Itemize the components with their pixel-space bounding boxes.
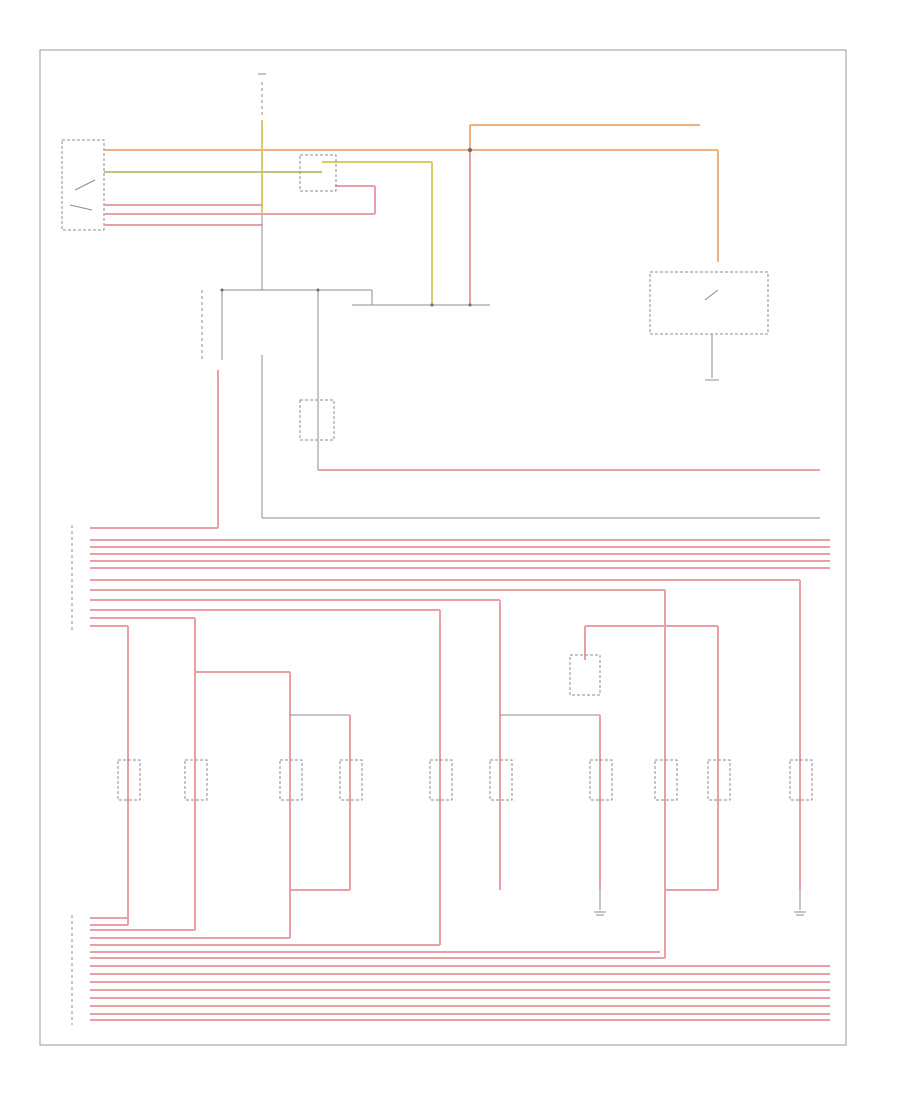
sensor-4: [339, 759, 363, 801]
diagram-frame: [39, 49, 847, 1046]
sensor-6: [489, 759, 513, 801]
sensor-2: [184, 759, 208, 801]
ground-bus-row: [201, 215, 820, 528]
sensor-1: [117, 759, 141, 801]
bottom-harness: [71, 915, 830, 1025]
sensor-8: [654, 759, 678, 801]
component-boxes: [117, 654, 813, 801]
main-harness: [71, 525, 830, 630]
sensor-3: [279, 759, 303, 801]
small-switch-top: [569, 654, 601, 696]
left-switch-component: [61, 139, 105, 231]
sensor-10: [789, 759, 813, 801]
ignition-relay: [299, 154, 337, 192]
right-switch-component: [649, 271, 769, 335]
sensor-5: [429, 759, 453, 801]
door-switch: [299, 399, 335, 441]
right-switch-section: [649, 271, 769, 381]
ground-symbols: [594, 911, 806, 916]
component-drops: [127, 580, 801, 958]
sensor-9: [707, 759, 731, 801]
top-power-section: [61, 73, 719, 305]
sensor-7: [589, 759, 613, 801]
